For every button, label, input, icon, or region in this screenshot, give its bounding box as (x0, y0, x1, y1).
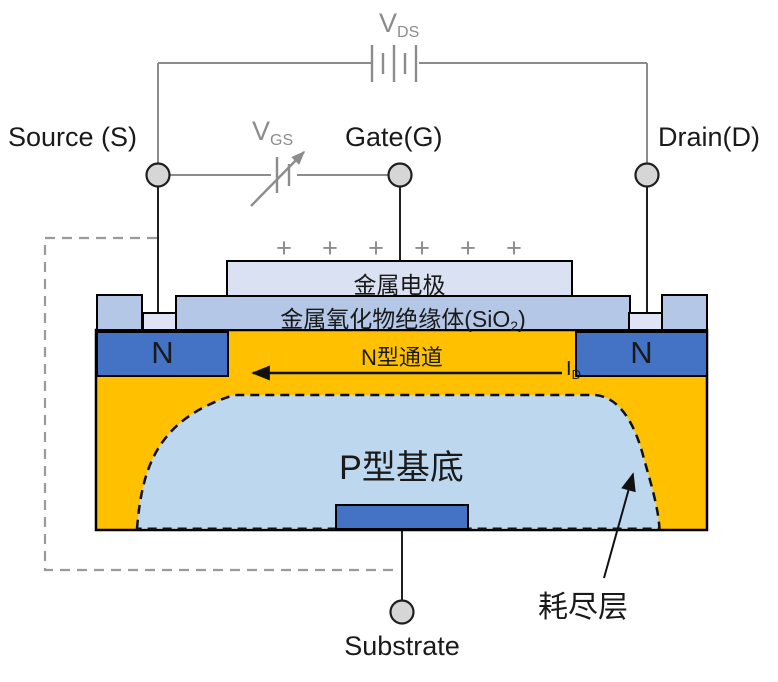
plus-sign: + (506, 233, 522, 263)
n-region-left (96, 331, 229, 377)
vds-label: VDS (379, 8, 419, 42)
n-region-right (575, 331, 708, 377)
gate-metal-electrode (226, 260, 573, 297)
vds-circuit-wire (157, 62, 648, 165)
oxide-label-text: 金属氧化物绝缘体(SiO (280, 306, 511, 332)
oxide-layer-label: 金属氧化物绝缘体(SiO2) (176, 300, 630, 334)
metal-electrode-label: 金属电极 (353, 272, 446, 298)
plus-sign: + (322, 233, 338, 263)
source-terminal-dot (145, 162, 171, 188)
drain-current-label: ID (566, 358, 581, 382)
drain-terminal-label: Drain(D) (658, 122, 761, 152)
source-terminal-label: Source (S) (8, 122, 138, 152)
vgs-subscript: GS (270, 132, 294, 149)
depletion-pointer-arrow (603, 472, 636, 579)
drain-metal-contact (661, 294, 708, 331)
vgs-label: VGS (252, 116, 293, 150)
gate-terminal-label: Gate(G) (345, 122, 443, 152)
source-contact-pad (142, 312, 177, 331)
oxide-label-close: ) (518, 306, 526, 332)
vgs-symbol: V (252, 116, 271, 146)
depletion-region (135, 393, 661, 531)
p-substrate-label: P型基底 (339, 449, 464, 487)
vds-symbol: V (379, 8, 398, 38)
plus-sign: + (368, 233, 384, 263)
substrate-terminal-label: Substrate (344, 631, 460, 661)
current-symbol: I (566, 358, 572, 380)
substrate-terminal-dot (389, 599, 415, 625)
oxide-label-subscript: 2 (510, 318, 519, 334)
source-substrate-dashed-wire (43, 236, 398, 572)
device-lead-wires (157, 186, 648, 601)
drain-terminal-dot (634, 162, 660, 188)
vds-battery-icon (370, 45, 418, 82)
plus-sign: + (276, 233, 292, 263)
gate-terminal-dot (387, 162, 413, 188)
n-channel-label: N型通道 (361, 345, 443, 370)
gate-charge-plus-signs: + + + + + + (261, 233, 537, 263)
current-subscript: D (571, 367, 581, 382)
plus-sign: + (414, 233, 430, 263)
n-region-left-label: N (151, 335, 174, 370)
depletion-layer-label: 耗尽层 (538, 591, 628, 624)
plus-sign: + (460, 233, 476, 263)
n-region-right-label: N (630, 335, 653, 370)
terminal-dots (145, 162, 660, 625)
vds-subscript: DS (397, 24, 420, 41)
vgs-variable-source-icon (250, 151, 305, 207)
substrate-contact (335, 504, 469, 530)
drain-contact-pad (628, 312, 663, 331)
source-metal-contact (96, 294, 143, 331)
